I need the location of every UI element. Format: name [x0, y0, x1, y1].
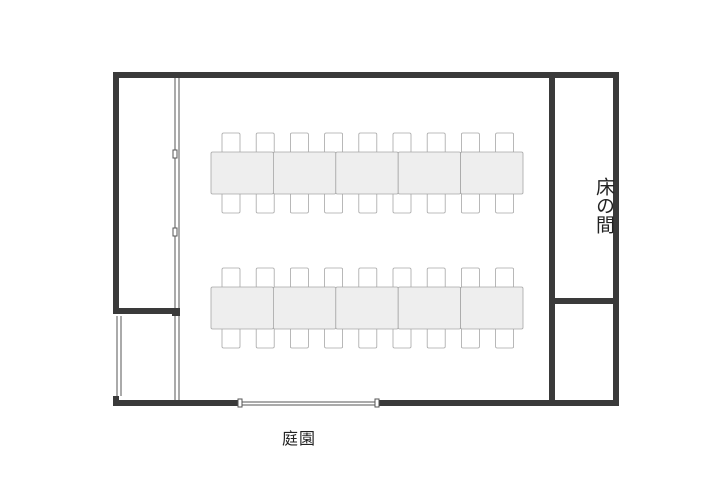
- walls: [113, 72, 619, 406]
- chair: [495, 267, 515, 289]
- chair: [495, 327, 515, 349]
- chair: [460, 132, 480, 154]
- furniture: [210, 132, 524, 349]
- door-jamb-left: [237, 398, 243, 408]
- alcove-label: 床の間: [593, 176, 615, 234]
- chair: [358, 192, 378, 214]
- chair: [495, 132, 515, 154]
- door-jamb-right: [374, 398, 380, 408]
- chair: [324, 192, 344, 214]
- chair: [426, 132, 446, 154]
- chair: [289, 192, 309, 214]
- chair: [426, 267, 446, 289]
- chair: [255, 327, 275, 349]
- table-segment: [335, 286, 399, 330]
- chair: [289, 132, 309, 154]
- corridor-bottom-wall: [113, 308, 179, 314]
- left-wall-lower-stub: [113, 396, 119, 406]
- chair: [426, 327, 446, 349]
- chair: [392, 267, 412, 289]
- chair: [426, 192, 446, 214]
- table-segment: [210, 151, 274, 195]
- chair: [221, 327, 241, 349]
- chair: [358, 267, 378, 289]
- table-segment: [210, 286, 274, 330]
- chair: [358, 132, 378, 154]
- table-segment: [272, 151, 337, 195]
- table-segment: [460, 151, 524, 195]
- chair: [289, 327, 309, 349]
- table-segment: [460, 286, 524, 330]
- bottom-wall-left: [113, 400, 240, 406]
- table-segment: [397, 286, 462, 330]
- chair: [460, 327, 480, 349]
- garden-label: 庭園: [282, 429, 317, 448]
- alcove-divider-wall: [549, 72, 555, 406]
- chair: [460, 267, 480, 289]
- chair: [289, 267, 309, 289]
- right-wall: [613, 72, 619, 406]
- chair: [392, 192, 412, 214]
- corridor-partition: [116, 78, 180, 400]
- chair: [460, 192, 480, 214]
- partition-joint: [172, 227, 178, 237]
- table-segment: [397, 151, 462, 195]
- chair: [324, 327, 344, 349]
- chair: [255, 132, 275, 154]
- partition-post: [172, 308, 180, 316]
- garden-door: [237, 398, 380, 408]
- left-wall: [113, 72, 119, 314]
- chair: [221, 267, 241, 289]
- chair: [392, 327, 412, 349]
- table-segment: [335, 151, 399, 195]
- table-segment: [272, 286, 337, 330]
- partition-joint: [172, 149, 178, 159]
- chair: [358, 327, 378, 349]
- chair: [495, 192, 515, 214]
- chair: [255, 267, 275, 289]
- chair: [324, 132, 344, 154]
- top-wall: [113, 72, 619, 78]
- chair: [324, 267, 344, 289]
- chair: [392, 132, 412, 154]
- chair: [255, 192, 275, 214]
- chair: [221, 192, 241, 214]
- chair: [221, 132, 241, 154]
- bottom-wall-right: [378, 400, 619, 406]
- alcove-bottom-wall: [549, 298, 619, 304]
